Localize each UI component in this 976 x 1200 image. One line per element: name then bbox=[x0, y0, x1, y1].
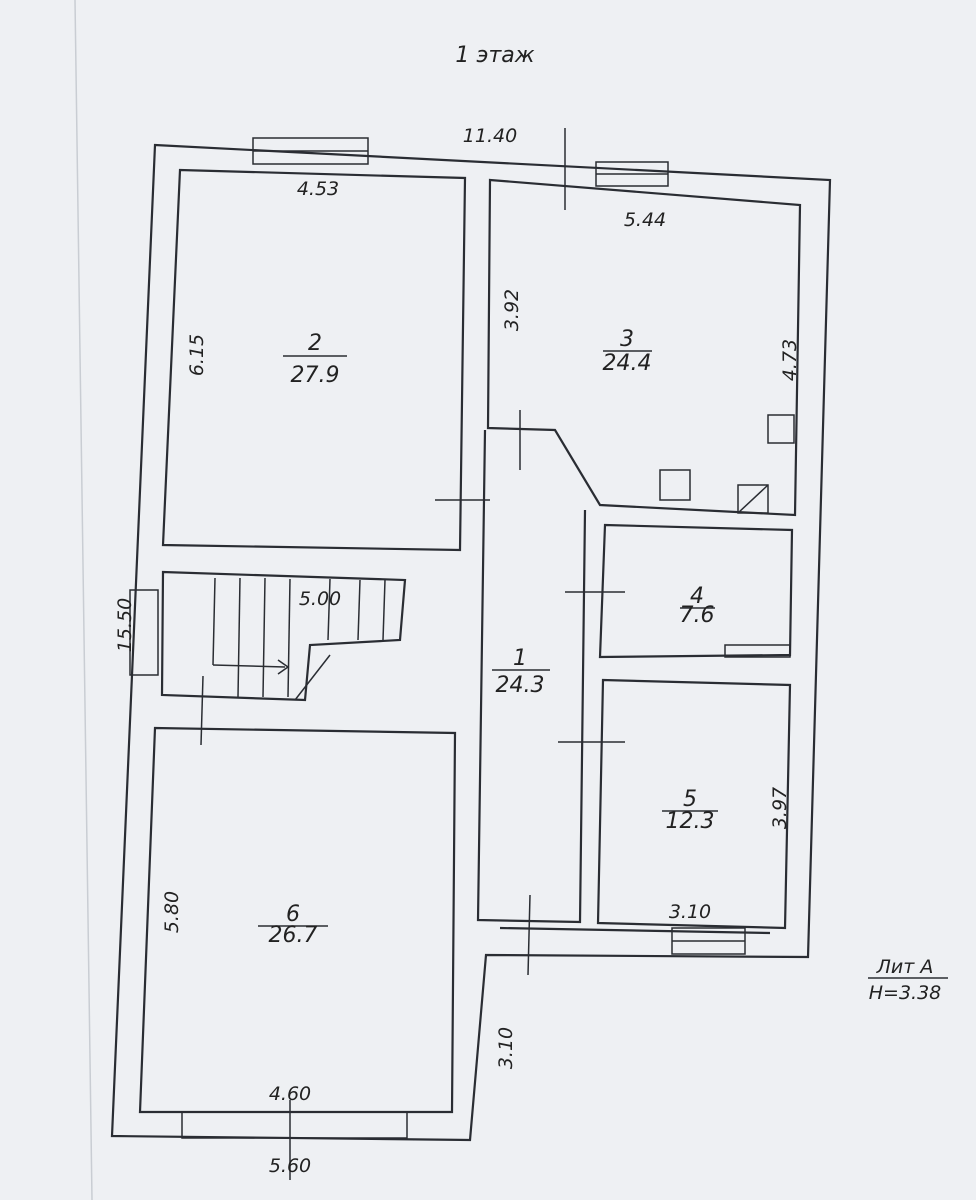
fixtures bbox=[659, 414, 795, 658]
outer-walls bbox=[110, 143, 832, 1142]
dim-room6-depth: 5.80 bbox=[161, 891, 183, 933]
dim-room6-width: 4.60 bbox=[269, 1083, 311, 1105]
stove-icon bbox=[659, 469, 691, 501]
dim-room5-right: 3.97 bbox=[769, 787, 791, 829]
dim-left-total: 15.50 bbox=[114, 598, 136, 652]
svg-text:1: 1 bbox=[513, 646, 527, 671]
boiler-icon bbox=[767, 414, 795, 444]
svg-text:H=3.38: H=3.38 bbox=[869, 982, 942, 1004]
svg-text:5: 5 bbox=[683, 787, 697, 812]
dim-stairs: 5.00 bbox=[299, 588, 341, 610]
dim-room5-width: 3.10 bbox=[669, 901, 711, 923]
room-4-label: 4 7.6 bbox=[680, 584, 715, 628]
legend: Лит А H=3.38 bbox=[868, 956, 948, 1004]
dim-room3-right: 4.73 bbox=[779, 339, 801, 381]
svg-text:24.4: 24.4 bbox=[603, 351, 652, 376]
svg-text:Лит А: Лит А bbox=[876, 956, 934, 978]
svg-text:26.7: 26.7 bbox=[269, 923, 318, 948]
svg-text:6: 6 bbox=[286, 902, 300, 927]
dim-room2-depth: 6.15 bbox=[186, 334, 208, 376]
dim-room3-left: 3.92 bbox=[501, 289, 523, 331]
sink-icon bbox=[737, 484, 769, 514]
svg-text:3: 3 bbox=[620, 327, 634, 352]
room-1-label: 1 24.3 bbox=[492, 646, 550, 698]
svg-text:24.3: 24.3 bbox=[496, 673, 545, 698]
stairs bbox=[160, 570, 407, 702]
floor-title: 1 этаж bbox=[455, 43, 534, 68]
dim-room2-width: 4.53 bbox=[297, 178, 339, 200]
svg-text:2: 2 bbox=[308, 331, 322, 356]
room-5-label: 5 12.3 bbox=[662, 787, 718, 834]
room-6-label: 6 26.7 bbox=[258, 902, 328, 948]
dim-bottom-total: 5.60 bbox=[269, 1155, 311, 1177]
dim-room3-width: 5.44 bbox=[624, 209, 666, 231]
page-margin-line bbox=[74, 0, 93, 1200]
room-3-label: 3 24.4 bbox=[603, 327, 652, 376]
room-2-label: 2 27.9 bbox=[283, 331, 347, 388]
svg-text:27.9: 27.9 bbox=[291, 363, 340, 388]
svg-text:12.3: 12.3 bbox=[666, 809, 715, 834]
dim-lower-right: 3.10 bbox=[495, 1027, 517, 1069]
svg-text:7.6: 7.6 bbox=[680, 603, 715, 628]
windows bbox=[129, 128, 746, 1180]
svg-text:4: 4 bbox=[690, 584, 704, 609]
dim-top-total: 11.40 bbox=[463, 125, 517, 147]
